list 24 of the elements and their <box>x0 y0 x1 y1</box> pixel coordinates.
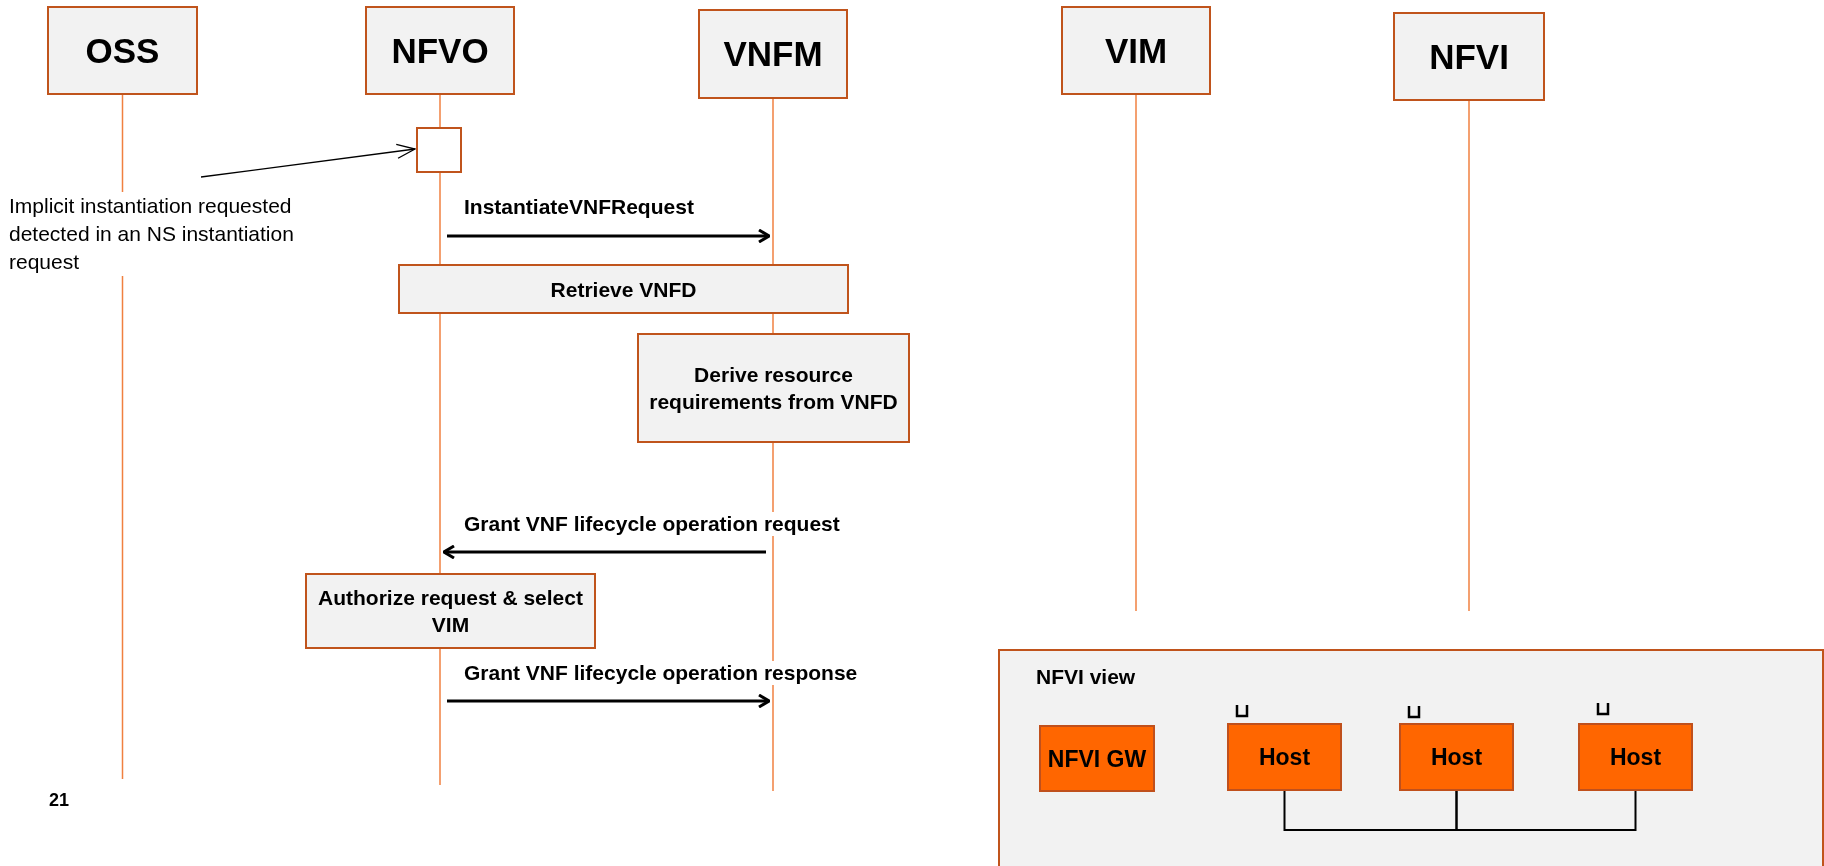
process-box: Derive resource requirements from VNFD <box>637 333 910 443</box>
panel-title: NFVI view <box>1036 665 1136 689</box>
view-panel <box>998 649 1824 866</box>
host-box: Host <box>1578 723 1693 791</box>
host-box: Host <box>1227 723 1342 791</box>
leader-arrow <box>200 143 416 178</box>
connector-line <box>1283 790 1458 831</box>
participant-box: VNFM <box>698 9 848 99</box>
participant-lifeline <box>1393 12 1545 611</box>
host-box: Host <box>1399 723 1514 791</box>
connector-line <box>1455 790 1637 831</box>
participant-box: OSS <box>47 6 198 95</box>
gateway-box: NFVI GW <box>1039 725 1155 792</box>
message-arrow <box>447 693 771 709</box>
message-label: Grant VNF lifecycle operation request <box>462 512 842 536</box>
process-box: Retrieve VNFD <box>398 264 849 314</box>
process-box: Authorize request & select VIM <box>305 573 596 649</box>
participant-box: VIM <box>1061 6 1211 95</box>
message-arrow <box>447 228 771 244</box>
participant-box: NFVI <box>1393 12 1545 101</box>
participant-lifeline <box>1061 6 1211 611</box>
message-arrow <box>442 544 766 560</box>
participant-box: NFVO <box>365 6 515 95</box>
message-label: Grant VNF lifecycle operation response <box>462 661 860 685</box>
